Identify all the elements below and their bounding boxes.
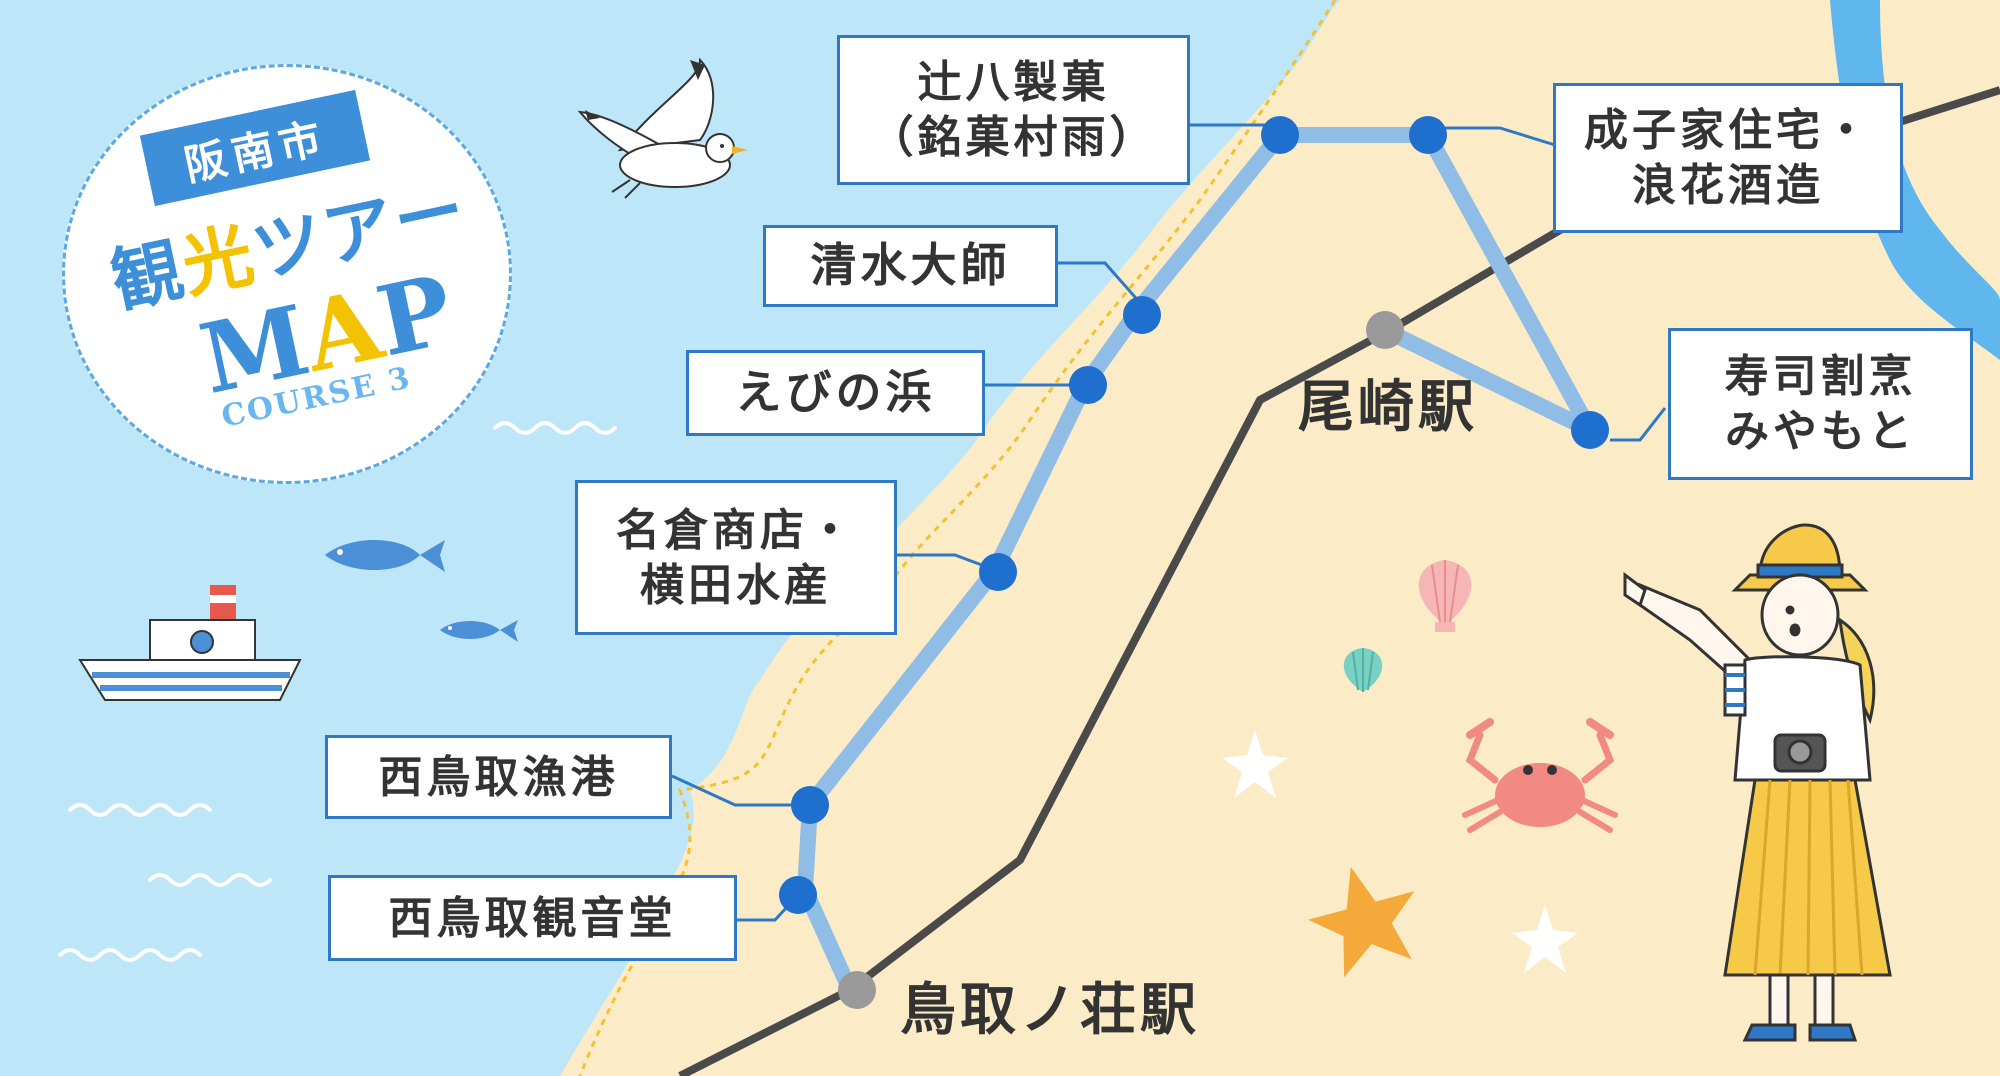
stop-label-line: えびの浜 — [735, 365, 936, 420]
starfish-icon — [1307, 866, 1415, 978]
stop-marker[interactable] — [1123, 296, 1161, 334]
stop-label-line: 成子家住宅・ — [1584, 105, 1872, 156]
stop-label-line: 辻八製菓 — [917, 57, 1110, 108]
stop-marker[interactable] — [1409, 116, 1447, 154]
crab-icon — [1462, 718, 1618, 833]
station-marker[interactable] — [838, 971, 876, 1009]
stop-label-line: みやもと — [1724, 406, 1917, 457]
connector-line — [1058, 261, 1144, 306]
stop-label-ebinohama[interactable]: えびの浜 — [686, 350, 985, 436]
stop-marker[interactable] — [1261, 116, 1299, 154]
shell-icon — [1343, 648, 1383, 692]
stop-label-line: 名倉商店・ — [616, 504, 856, 556]
star-icon — [1222, 730, 1578, 973]
stop-marker[interactable] — [1571, 411, 1609, 449]
stop-label-line: （銘菓村雨） — [869, 112, 1158, 163]
stop-marker[interactable] — [1069, 366, 1107, 404]
land-area — [560, 0, 2000, 1076]
wave-icon — [148, 873, 272, 887]
stop-label-sushi[interactable]: 寿司割烹 みやもと — [1668, 328, 1973, 480]
stop-marker[interactable] — [779, 876, 817, 914]
stop-label-line: 浪花酒造 — [1632, 160, 1824, 211]
stop-marker[interactable] — [979, 553, 1017, 591]
stop-label-naruko[interactable]: 成子家住宅・ 浪花酒造 — [1553, 83, 1903, 233]
wave-icon — [68, 803, 212, 817]
stop-marker[interactable] — [791, 786, 829, 824]
wave-icon — [493, 421, 617, 435]
tour-route-line — [797, 127, 1598, 994]
stop-label-line: 西鳥取観音堂 — [388, 892, 677, 944]
wave-icon — [58, 948, 202, 962]
fish-icon — [440, 620, 518, 642]
stop-label-shimizu[interactable]: 清水大師 — [763, 225, 1058, 307]
connector-line — [671, 774, 810, 807]
station-marker[interactable] — [1366, 311, 1404, 349]
stop-label-line: 清水大師 — [810, 238, 1011, 293]
stop-label-gyoko[interactable]: 西鳥取漁港 — [325, 735, 672, 819]
stop-label-tsujihachi[interactable]: 辻八製菓 （銘菓村雨） — [837, 35, 1190, 185]
stop-label-kannon[interactable]: 西鳥取観音堂 — [328, 875, 737, 961]
connector-line — [1440, 126, 1556, 147]
stop-label-line: 横田水産 — [640, 559, 832, 611]
station-label-torinosho: 鳥取ノ荘駅 — [900, 978, 1200, 1043]
stop-label-nagura[interactable]: 名倉商店・ 横田水産 — [575, 480, 897, 635]
fish-icon — [325, 540, 445, 572]
shell-icon — [1418, 560, 1472, 632]
station-label-ozaki: 尾崎駅 — [1298, 375, 1478, 440]
stop-label-line: 寿司割烹 — [1724, 351, 1917, 402]
connector-line — [1610, 407, 1667, 442]
stop-label-line: 西鳥取漁港 — [378, 751, 619, 803]
